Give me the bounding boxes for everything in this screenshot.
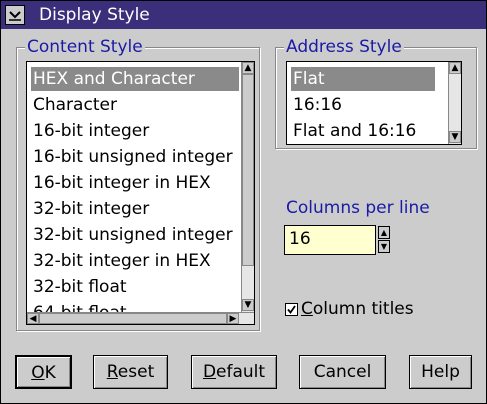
scroll-left-icon[interactable]: ◀ bbox=[27, 313, 39, 324]
scroll-up-icon[interactable]: ▲ bbox=[449, 62, 461, 74]
content-style-item[interactable]: 16-bit integer bbox=[33, 121, 150, 141]
address-style-item[interactable]: 16:16 bbox=[293, 95, 342, 115]
scroll-down-icon[interactable]: ▼ bbox=[242, 299, 254, 311]
title-bar: Display Style bbox=[1, 1, 486, 29]
scroll-thumb[interactable] bbox=[39, 313, 227, 324]
content-style-item[interactable]: 16-bit integer in HEX bbox=[33, 173, 211, 193]
content-style-item[interactable]: 32-bit unsigned integer bbox=[33, 225, 233, 245]
content-style-legend: Content Style bbox=[25, 37, 145, 57]
spin-up-icon[interactable]: ▲ bbox=[378, 226, 390, 239]
cancel-button[interactable]: Cancel bbox=[299, 355, 386, 389]
address-style-vertical-scrollbar[interactable]: ▲ ▼ bbox=[448, 62, 461, 144]
system-menu-button[interactable] bbox=[5, 5, 25, 25]
scroll-up-icon[interactable]: ▲ bbox=[242, 62, 254, 74]
column-titles-checkbox[interactable] bbox=[285, 303, 298, 316]
window-title: Display Style bbox=[39, 5, 150, 25]
scroll-thumb[interactable] bbox=[242, 74, 254, 266]
content-style-item[interactable]: 32-bit float bbox=[33, 277, 127, 297]
columns-per-line-label: Columns per line bbox=[286, 198, 430, 218]
scroll-right-icon[interactable]: ▶ bbox=[227, 313, 239, 324]
chevron-down-icon bbox=[9, 11, 21, 21]
address-style-group: Address Style bbox=[275, 37, 477, 149]
content-style-item[interactable]: 32-bit integer bbox=[33, 199, 150, 219]
content-style-group: Content Style bbox=[16, 37, 260, 331]
content-style-listbox[interactable]: HEX and Character Character 16-bit integ… bbox=[26, 61, 255, 325]
address-style-item[interactable]: Flat bbox=[291, 67, 435, 91]
column-titles-label: Column titles bbox=[301, 299, 414, 319]
reset-button[interactable]: Reset bbox=[93, 355, 168, 389]
ok-button[interactable]: OK bbox=[15, 355, 72, 389]
content-style-item[interactable]: 32-bit integer in HEX bbox=[33, 251, 211, 271]
columns-per-line-field[interactable]: 16 bbox=[284, 225, 376, 255]
scroll-down-icon[interactable]: ▼ bbox=[449, 131, 461, 143]
address-style-item[interactable]: Flat and 16:16 bbox=[293, 121, 417, 141]
content-style-item[interactable]: HEX and Character bbox=[31, 67, 239, 91]
address-style-listbox[interactable]: Flat 16:16 Flat and 16:16 ▲ ▼ bbox=[286, 61, 462, 145]
content-style-vertical-scrollbar[interactable]: ▲ ▼ bbox=[241, 62, 254, 312]
address-style-legend: Address Style bbox=[284, 37, 404, 57]
help-button[interactable]: Help bbox=[409, 355, 472, 389]
content-style-item[interactable]: 16-bit unsigned integer bbox=[33, 147, 233, 167]
spin-down-icon[interactable]: ▼ bbox=[378, 240, 390, 253]
default-button[interactable]: Default bbox=[191, 355, 277, 389]
content-style-horizontal-scrollbar[interactable]: ◀ ▶ bbox=[27, 312, 254, 324]
checkmark-icon bbox=[287, 305, 296, 314]
content-style-item[interactable]: Character bbox=[33, 95, 117, 115]
